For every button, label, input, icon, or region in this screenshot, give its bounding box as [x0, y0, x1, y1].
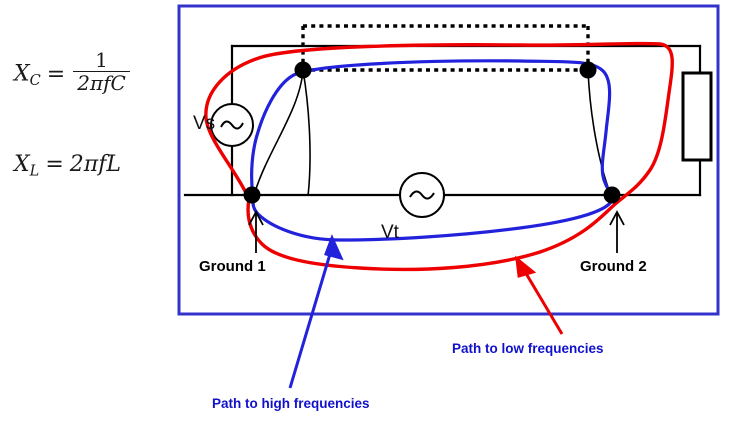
- node-top-right: [579, 61, 597, 79]
- label-path-high-frequencies: Path to high frequencies: [212, 396, 370, 411]
- formula-xl-rhs: 2πfL: [69, 152, 121, 177]
- high-frequency-path-loop: [250, 59, 614, 242]
- junction-dots: [243, 61, 621, 204]
- formula-xl-equals: =: [45, 152, 64, 177]
- formula-xl-subscript: L: [29, 163, 40, 180]
- formula-xc-numerator: 1: [95, 48, 108, 72]
- high-freq-arrow-shaft: [288, 243, 335, 389]
- formula-xc-denominator: 2πfC: [73, 71, 130, 95]
- label-ground-1: Ground 1: [199, 258, 266, 275]
- high-frequency-annotation-arrow: [288, 234, 344, 389]
- sine-wave-icon: [220, 120, 244, 130]
- node-ground-1: [243, 186, 261, 204]
- ground-pointer-arrows: [248, 210, 625, 253]
- high-freq-arrow-head: [324, 234, 344, 261]
- formula-xl-symbol: X: [14, 152, 30, 177]
- low-frequency-annotation-arrow: [515, 255, 564, 335]
- low-freq-arrow-shaft: [519, 264, 564, 335]
- diagram-frame-border: [177, 4, 720, 316]
- ac-source-vt: [399, 172, 445, 218]
- conductor-left-outer: [254, 69, 304, 193]
- node-ground-2: [603, 186, 621, 204]
- label-path-low-frequencies: Path to low frequencies: [452, 341, 604, 356]
- low-frequency-path-loop: [204, 41, 674, 272]
- label-source-vt: Vt: [381, 222, 399, 243]
- circuit-wires: [183, 44, 702, 197]
- formula-xc-subscript: C: [29, 73, 41, 90]
- formula-inductive-reactance: XL =2πfL: [14, 152, 121, 180]
- ground-1-arrow-head: [248, 210, 264, 226]
- ac-source-vs: [210, 103, 254, 147]
- ground-2-arrow-head: [609, 210, 625, 226]
- formula-xc-equals: =: [46, 61, 66, 87]
- sine-wave-icon: [409, 190, 435, 200]
- label-source-vs: Vs: [193, 113, 216, 134]
- load-resistor-symbol: [681, 71, 713, 162]
- conductor-left-inner: [302, 69, 311, 197]
- low-freq-arrow-head: [515, 255, 537, 278]
- label-ground-2: Ground 2: [580, 258, 647, 275]
- node-top-left: [294, 61, 312, 79]
- formula-xc-symbol: X: [14, 61, 30, 87]
